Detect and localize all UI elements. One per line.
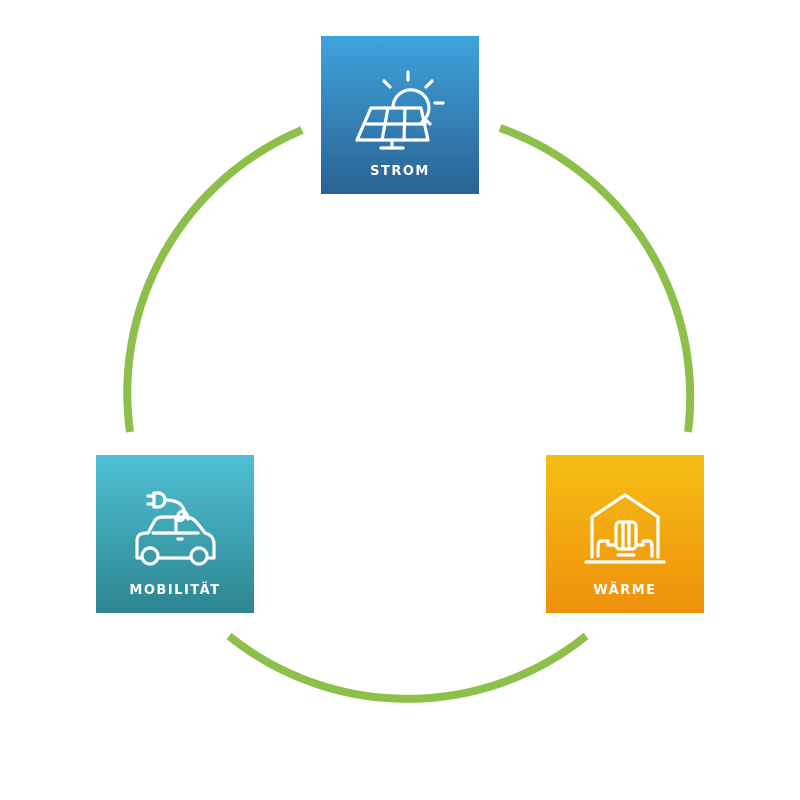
- ring-arc-bottom: [226, 632, 589, 703]
- node-strom: STROM: [321, 36, 479, 194]
- solar-panel-sun-icon: [355, 70, 445, 150]
- node-label-waerme: WÄRME: [593, 583, 657, 598]
- house-radiator-icon: [584, 493, 666, 564]
- ring-arc-left: [123, 126, 304, 433]
- node-label-mobilitaet: MOBILITÄT: [129, 583, 221, 598]
- node-waerme: WÄRME: [546, 455, 704, 613]
- electric-car-icon: [135, 491, 216, 566]
- node-mobilitaet: MOBILITÄT: [96, 455, 254, 613]
- node-label-strom: STROM: [370, 164, 430, 179]
- ring-arc-right: [498, 124, 695, 433]
